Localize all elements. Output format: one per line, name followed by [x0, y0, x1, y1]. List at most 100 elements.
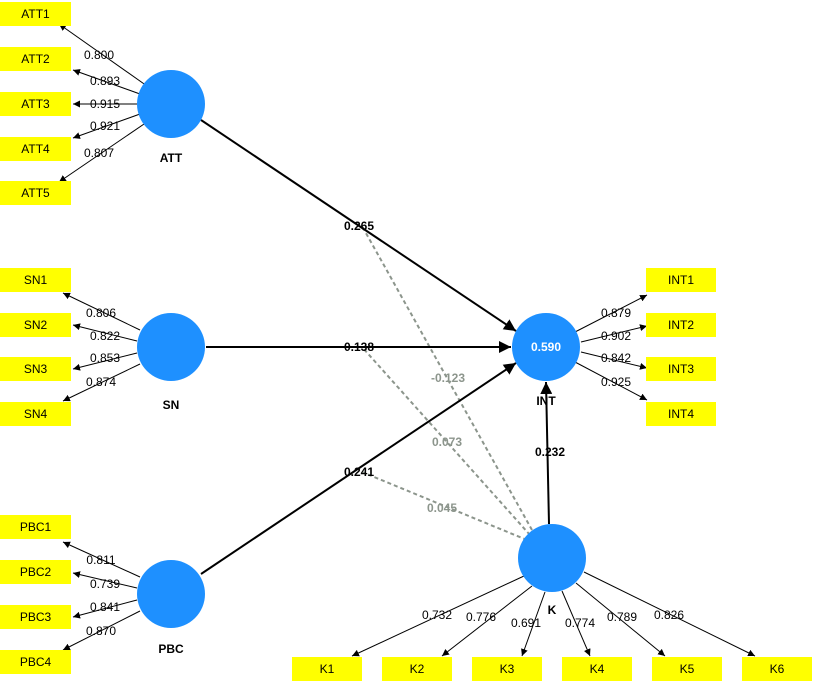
- loading-line-sn3: [72, 352, 138, 371]
- construct-pbc[interactable]: [137, 560, 205, 628]
- loading-k6: 0.826: [654, 608, 684, 622]
- indicator-k1[interactable]: K1: [292, 657, 362, 681]
- loading-k4: 0.774: [565, 616, 595, 630]
- loading-line-att5: [58, 121, 148, 183]
- indicator-att2[interactable]: ATT2: [0, 47, 71, 71]
- path-att-int: [200, 119, 517, 332]
- indicator-label: INT2: [668, 318, 694, 332]
- indicator-label: PBC1: [20, 520, 52, 534]
- loading-att3: 0.915: [90, 97, 120, 111]
- construct-label-att: ATT: [160, 151, 183, 165]
- loading-line-k3: [521, 591, 546, 657]
- loading-int4: 0.925: [601, 375, 631, 389]
- moderating-coefficient-k-sn: 0.073: [432, 435, 462, 449]
- loading-line-int3: [580, 351, 648, 370]
- indicator-int3[interactable]: INT3: [646, 357, 716, 381]
- construct-k[interactable]: [518, 524, 586, 592]
- loading-line-pbc1: [62, 541, 141, 578]
- indicator-label: INT1: [668, 273, 694, 287]
- construct-att[interactable]: [137, 70, 205, 138]
- indicator-label: PBC2: [20, 565, 52, 579]
- path-coefficient-sn-int: 0.138: [344, 340, 374, 354]
- loading-att2: 0.893: [90, 74, 120, 88]
- moderating-coefficient-k-pbc: 0.045: [427, 501, 457, 515]
- indicator-int1[interactable]: INT1: [646, 268, 716, 292]
- loading-pbc3: 0.841: [90, 600, 120, 614]
- path-k-int: [540, 381, 553, 525]
- indicator-label: K6: [770, 662, 785, 676]
- loading-sn2: 0.822: [90, 329, 120, 343]
- indicator-pbc2[interactable]: PBC2: [0, 560, 71, 584]
- indicator-label: PBC3: [20, 610, 52, 624]
- loading-line-att1: [58, 23, 148, 87]
- loading-int2: 0.902: [601, 329, 631, 343]
- loading-pbc1: 0.811: [86, 553, 115, 567]
- loading-k2: 0.776: [466, 610, 496, 624]
- indicator-pbc3[interactable]: PBC3: [0, 605, 71, 629]
- indicator-label: ATT1: [21, 7, 50, 21]
- loading-att1: 0.800: [84, 48, 114, 62]
- indicator-label: SN1: [24, 273, 48, 287]
- indicator-k4[interactable]: K4: [562, 657, 632, 681]
- construct-sn[interactable]: [137, 313, 205, 381]
- indicator-sn1[interactable]: SN1: [0, 268, 71, 292]
- indicator-label: K3: [500, 662, 515, 676]
- indicator-label: INT4: [668, 407, 694, 421]
- indicator-label: SN4: [24, 407, 48, 421]
- construct-label-k: K: [548, 603, 557, 617]
- r-squared-int: 0.590: [531, 340, 561, 354]
- indicator-int2[interactable]: INT2: [646, 313, 716, 337]
- loading-line-sn4: [62, 363, 141, 402]
- moderating-line-k-sn: [361, 346, 531, 536]
- indicator-label: K2: [410, 662, 425, 676]
- loading-sn1: 0.806: [86, 306, 116, 320]
- path-coefficient-k-int: 0.232: [535, 445, 565, 459]
- loading-pbc2: 0.739: [90, 577, 120, 591]
- indicator-k5[interactable]: K5: [652, 657, 722, 681]
- structural-paths: [200, 119, 553, 575]
- indicator-pbc4[interactable]: PBC4: [0, 650, 71, 674]
- indicator-label: ATT4: [21, 142, 50, 156]
- indicator-sn3[interactable]: SN3: [0, 357, 71, 381]
- loading-att4: 0.921: [90, 119, 120, 133]
- indicator-att4[interactable]: ATT4: [0, 137, 71, 161]
- indicator-int4[interactable]: INT4: [646, 402, 716, 426]
- construct-int[interactable]: [512, 313, 580, 381]
- construct-label-pbc: PBC: [158, 642, 184, 656]
- loading-pbc4: 0.870: [86, 624, 116, 638]
- indicator-label: ATT3: [21, 97, 50, 111]
- loading-line-sn2: [72, 323, 138, 342]
- indicator-k2[interactable]: K2: [382, 657, 452, 681]
- loading-line-k1: [351, 575, 525, 657]
- moderating-coefficient-k-att: -0.123: [431, 371, 465, 385]
- indicator-sn4[interactable]: SN4: [0, 402, 71, 426]
- indicator-label: PBC4: [20, 655, 52, 669]
- indicator-att5[interactable]: ATT5: [0, 181, 71, 205]
- indicator-att1[interactable]: ATT1: [0, 2, 71, 26]
- indicator-pbc1[interactable]: PBC1: [0, 515, 71, 539]
- indicator-sn2[interactable]: SN2: [0, 313, 71, 337]
- loading-line-att4: [72, 113, 141, 139]
- indicator-k3[interactable]: K3: [472, 657, 542, 681]
- indicator-k6[interactable]: K6: [742, 657, 812, 681]
- loading-line-pbc2: [72, 571, 138, 589]
- path-pbc-int: [200, 362, 517, 575]
- indicator-att3[interactable]: ATT3: [0, 92, 71, 116]
- loading-line-k5: [575, 582, 666, 657]
- indicator-label: ATT2: [21, 52, 50, 66]
- indicator-label: SN3: [24, 362, 48, 376]
- loading-line-pbc3: [72, 599, 138, 619]
- path-coefficient-pbc-int: 0.241: [344, 465, 374, 479]
- indicator-label: INT3: [668, 362, 694, 376]
- loading-line-k4: [561, 590, 591, 657]
- loading-line-k6: [583, 571, 756, 657]
- indicator-label: K1: [320, 662, 335, 676]
- indicator-label: ATT5: [21, 186, 50, 200]
- loading-k3: 0.691: [511, 616, 541, 630]
- moderating-lines: [361, 225, 533, 541]
- loading-att5: 0.807: [84, 146, 114, 160]
- construct-label-sn: SN: [163, 398, 180, 412]
- loading-int1: 0.879: [601, 306, 631, 320]
- indicator-label: SN2: [24, 318, 48, 332]
- constructs: [137, 70, 586, 628]
